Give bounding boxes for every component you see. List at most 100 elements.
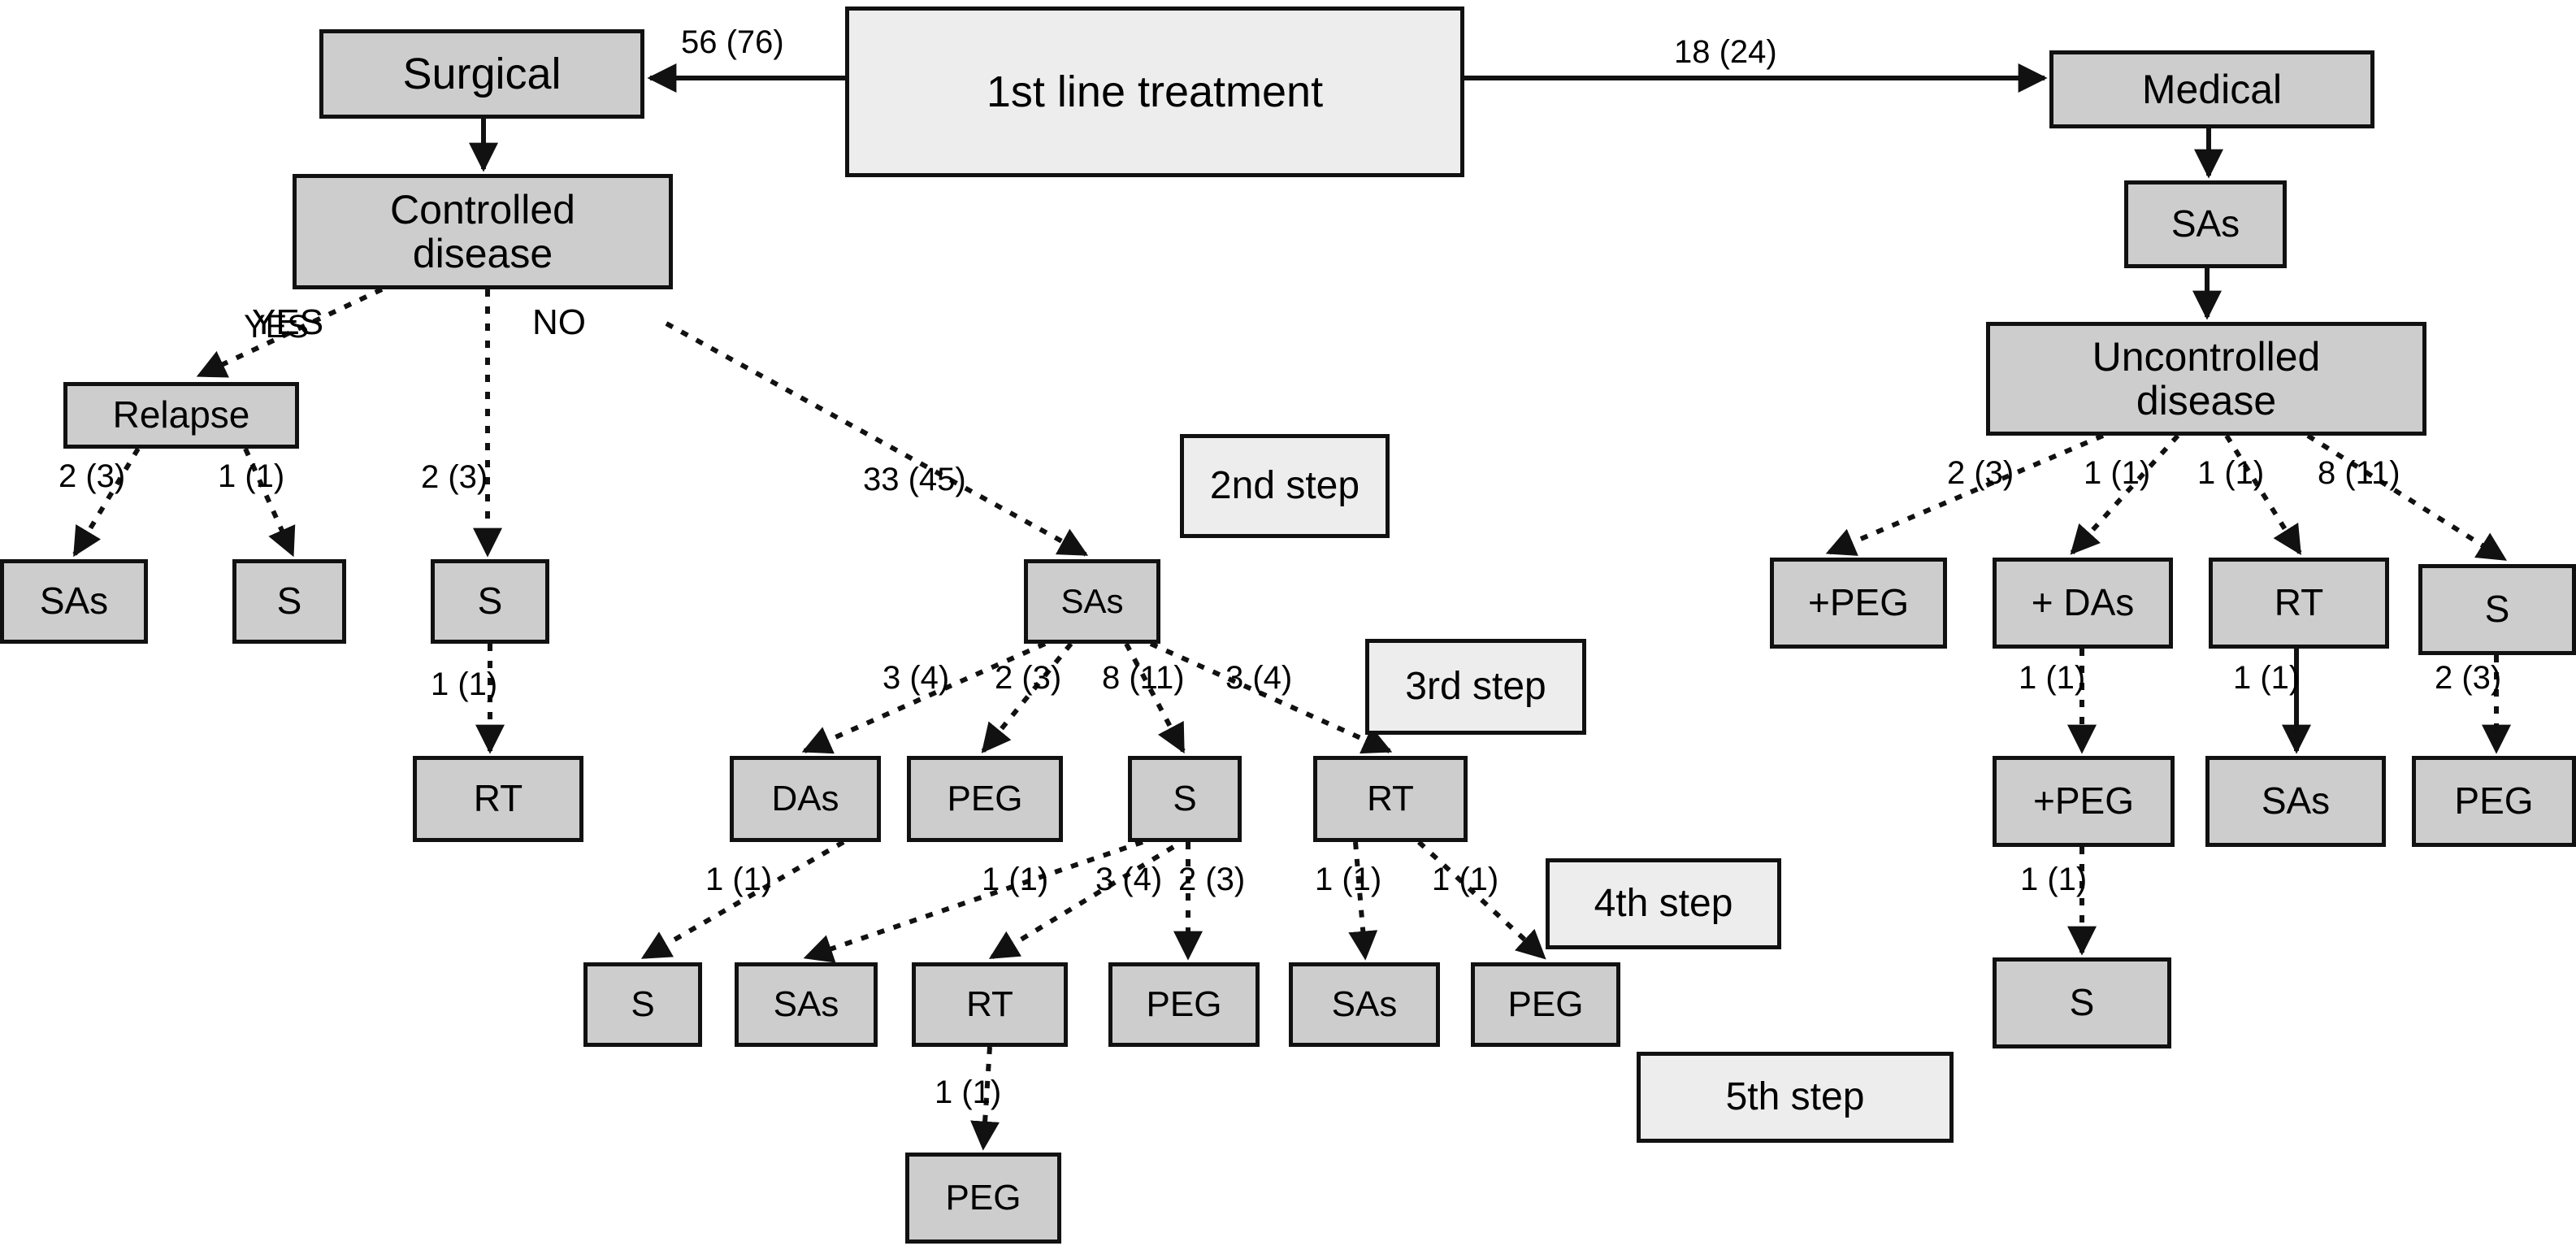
node-b_s: S (583, 962, 702, 1047)
node-med_sas: SAs (2124, 180, 2287, 268)
node-label: 3rd step (1405, 665, 1546, 709)
node-label: S (631, 984, 655, 1025)
node-root: 1st line treatment (845, 7, 1464, 177)
edge-label-midsas_das: 3 (4) (883, 660, 950, 696)
node-r_peg3: PEG (2412, 756, 2576, 847)
node-b_peg2: PEG (1471, 962, 1620, 1047)
edge-label-mrt_peg: 1 (1) (1432, 862, 1499, 897)
node-m_peg: PEG (907, 756, 1063, 842)
edge-label-rpeg2_s: 1 (1) (2020, 862, 2088, 897)
node-l_s1: S (232, 559, 346, 644)
branch-word-no: NO (532, 302, 586, 342)
node-r_das: + DAs (1993, 558, 2173, 649)
edge-line-g14 (1124, 642, 1186, 754)
node-r_s_last: S (1993, 957, 2171, 1048)
edge-label-ms_rt: 3 (4) (1095, 862, 1163, 897)
edge-label-unctrl_peg: 2 (3) (1947, 455, 2014, 491)
node-label: SAs (2261, 779, 2331, 823)
node-label: 5th step (1725, 1075, 1865, 1119)
node-label: Surgical (402, 49, 562, 98)
node-surgical: Surgical (319, 29, 644, 119)
edge-label-das_s: 1 (1) (705, 862, 773, 897)
edge-line-g17 (803, 840, 1143, 963)
edge-label-ctrl_s2: 2 (3) (421, 459, 488, 495)
edge-label-mrt_sas: 1 (1) (1315, 862, 1382, 897)
node-label: Uncontrolled disease (2092, 334, 2321, 423)
node-label: RT (2274, 581, 2324, 624)
node-label: 1st line treatment (986, 67, 1324, 116)
branch-word-yes: YES (252, 302, 324, 342)
node-r_s: S (2418, 564, 2576, 655)
node-label: Medical (2141, 67, 2283, 112)
edge-label-unctrl_rt: 1 (1) (2197, 455, 2265, 491)
node-b_rt: RT (912, 962, 1068, 1047)
node-medical: Medical (2049, 50, 2374, 128)
node-r_sas2: SAs (2205, 756, 2386, 847)
edge-label-unctrl_das: 1 (1) (2084, 455, 2151, 491)
edge-label-rrt_sas2: 1 (1) (2233, 660, 2301, 696)
node-label: + DAs (2031, 581, 2135, 624)
node-r_rt: RT (2209, 558, 2389, 649)
node-m_rt: RT (1313, 756, 1468, 842)
node-b_sas: SAs (735, 962, 878, 1047)
edge-line-g8 (665, 321, 1089, 557)
edge-line-g26 (2306, 433, 2508, 562)
edge-line-g9 (72, 447, 141, 558)
node-relapse: Relapse (63, 382, 299, 449)
node-step3: 3rd step (1365, 639, 1586, 735)
node-label: Relapse (112, 393, 250, 436)
node-m_s: S (1128, 756, 1242, 842)
edge-line-g20 (1348, 841, 1378, 961)
node-label: RT (966, 984, 1013, 1025)
node-label: S (1173, 779, 1197, 819)
edge-label-unctrl_s: 8 (11) (2318, 455, 2400, 491)
node-l_s2: S (431, 559, 549, 644)
node-last_peg: PEG (905, 1153, 1061, 1244)
node-label: Controlled disease (390, 187, 575, 276)
edge-label-ctrl_relapse: YES (244, 309, 310, 345)
node-l_sas1: SAs (0, 559, 148, 644)
node-label: 2nd step (1209, 464, 1360, 508)
edge-label-midsas_rt: 3 (4) (1225, 660, 1293, 696)
edge-label-s2_rt1: 1 (1) (431, 666, 498, 702)
edge-line-g25 (2224, 434, 2302, 556)
edge-label-ctrl_midsas: 33 (45) (863, 462, 966, 497)
node-label: S (2069, 981, 2095, 1024)
node-label: PEG (2454, 779, 2534, 823)
node-mid_sas: SAs (1024, 559, 1160, 644)
node-label: SAs (2171, 202, 2240, 245)
edge-label-midsas_s: 8 (11) (1102, 660, 1185, 696)
edge-label-root_medical: 18 (24) (1674, 34, 1777, 70)
edge-label-rs_peg3: 2 (3) (2435, 660, 2502, 696)
node-step5: 5th step (1637, 1052, 1954, 1143)
node-m_das: DAs (730, 756, 881, 842)
node-b_sas2: SAs (1289, 962, 1440, 1047)
node-label: RT (1367, 779, 1414, 819)
node-controlled: Controlled disease (293, 174, 673, 289)
node-label: PEG (947, 779, 1023, 819)
node-label: +PEG (1807, 581, 1909, 624)
node-r_peg2: +PEG (1993, 756, 2175, 847)
edge-label-root_surgical: 56 (76) (681, 24, 784, 60)
edge-line-g24 (2070, 433, 2180, 555)
node-label: DAs (771, 779, 839, 819)
edge-line-g16 (640, 840, 845, 960)
edge-line-g18 (988, 844, 1175, 960)
node-label: S (276, 580, 302, 623)
node-label: 4th step (1594, 882, 1733, 926)
node-b_peg: PEG (1108, 962, 1260, 1047)
edge-line-g10 (243, 447, 296, 558)
node-label: S (477, 580, 503, 623)
node-label: PEG (1146, 984, 1222, 1025)
edge-label-relapse_sas: 2 (3) (59, 458, 126, 494)
node-label: S (2484, 588, 2510, 631)
edge-label-ms_sas: 1 (1) (982, 862, 1049, 897)
node-step2: 2nd step (1180, 434, 1390, 538)
node-label: +PEG (2032, 779, 2134, 823)
node-label: SAs (773, 984, 839, 1025)
edge-line-g23 (1825, 433, 2105, 556)
edge-line-g21 (1416, 840, 1546, 960)
edge-line-g13 (981, 642, 1073, 753)
